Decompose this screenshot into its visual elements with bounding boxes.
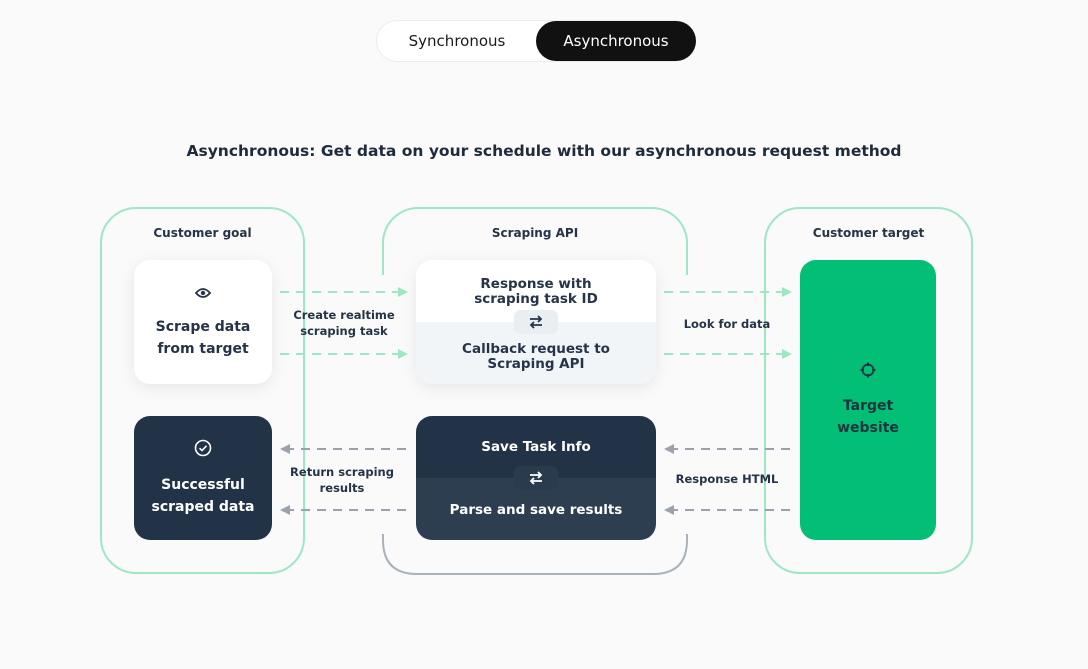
group-customer-goal: Customer goal xyxy=(100,207,305,574)
synchronous-tab[interactable]: Synchronous xyxy=(408,32,506,50)
card-successful-data: Successful scraped data xyxy=(134,416,272,540)
group-label-customer-goal: Customer goal xyxy=(153,226,252,240)
card-save-parse: Save Task Info Parse and save results xyxy=(416,416,656,540)
swap-icon-dark xyxy=(514,466,558,490)
eye-icon xyxy=(194,284,212,306)
flow-label-response-html: Response HTML xyxy=(675,472,779,486)
card-target-website: Target website xyxy=(800,260,936,540)
check-circle-icon xyxy=(194,439,212,464)
mode-toggle: Synchronous Asynchronous xyxy=(376,20,696,62)
card-response-callback: Response with scraping task ID Callback … xyxy=(416,260,656,384)
asynchronous-tab[interactable]: Asynchronous xyxy=(536,21,696,61)
crosshair-icon xyxy=(860,362,876,385)
group-scraping-api: Scraping API xyxy=(382,207,688,275)
group-label-customer-target: Customer target xyxy=(812,226,925,240)
group-label-scraping-api: Scraping API xyxy=(491,226,579,240)
scraping-api-frame-bottom xyxy=(382,534,688,575)
flow-label-return: Return scraping results xyxy=(290,465,394,495)
flow-label-create: Create realtime scraping task xyxy=(293,308,395,338)
card-scrape-data: Scrape data from target xyxy=(134,260,272,384)
group-customer-target: Customer target xyxy=(764,207,973,574)
flow-label-look: Look for data xyxy=(683,317,771,331)
diagram-headline: Asynchronous: Get data on your schedule … xyxy=(186,142,902,160)
swap-icon xyxy=(514,310,558,334)
